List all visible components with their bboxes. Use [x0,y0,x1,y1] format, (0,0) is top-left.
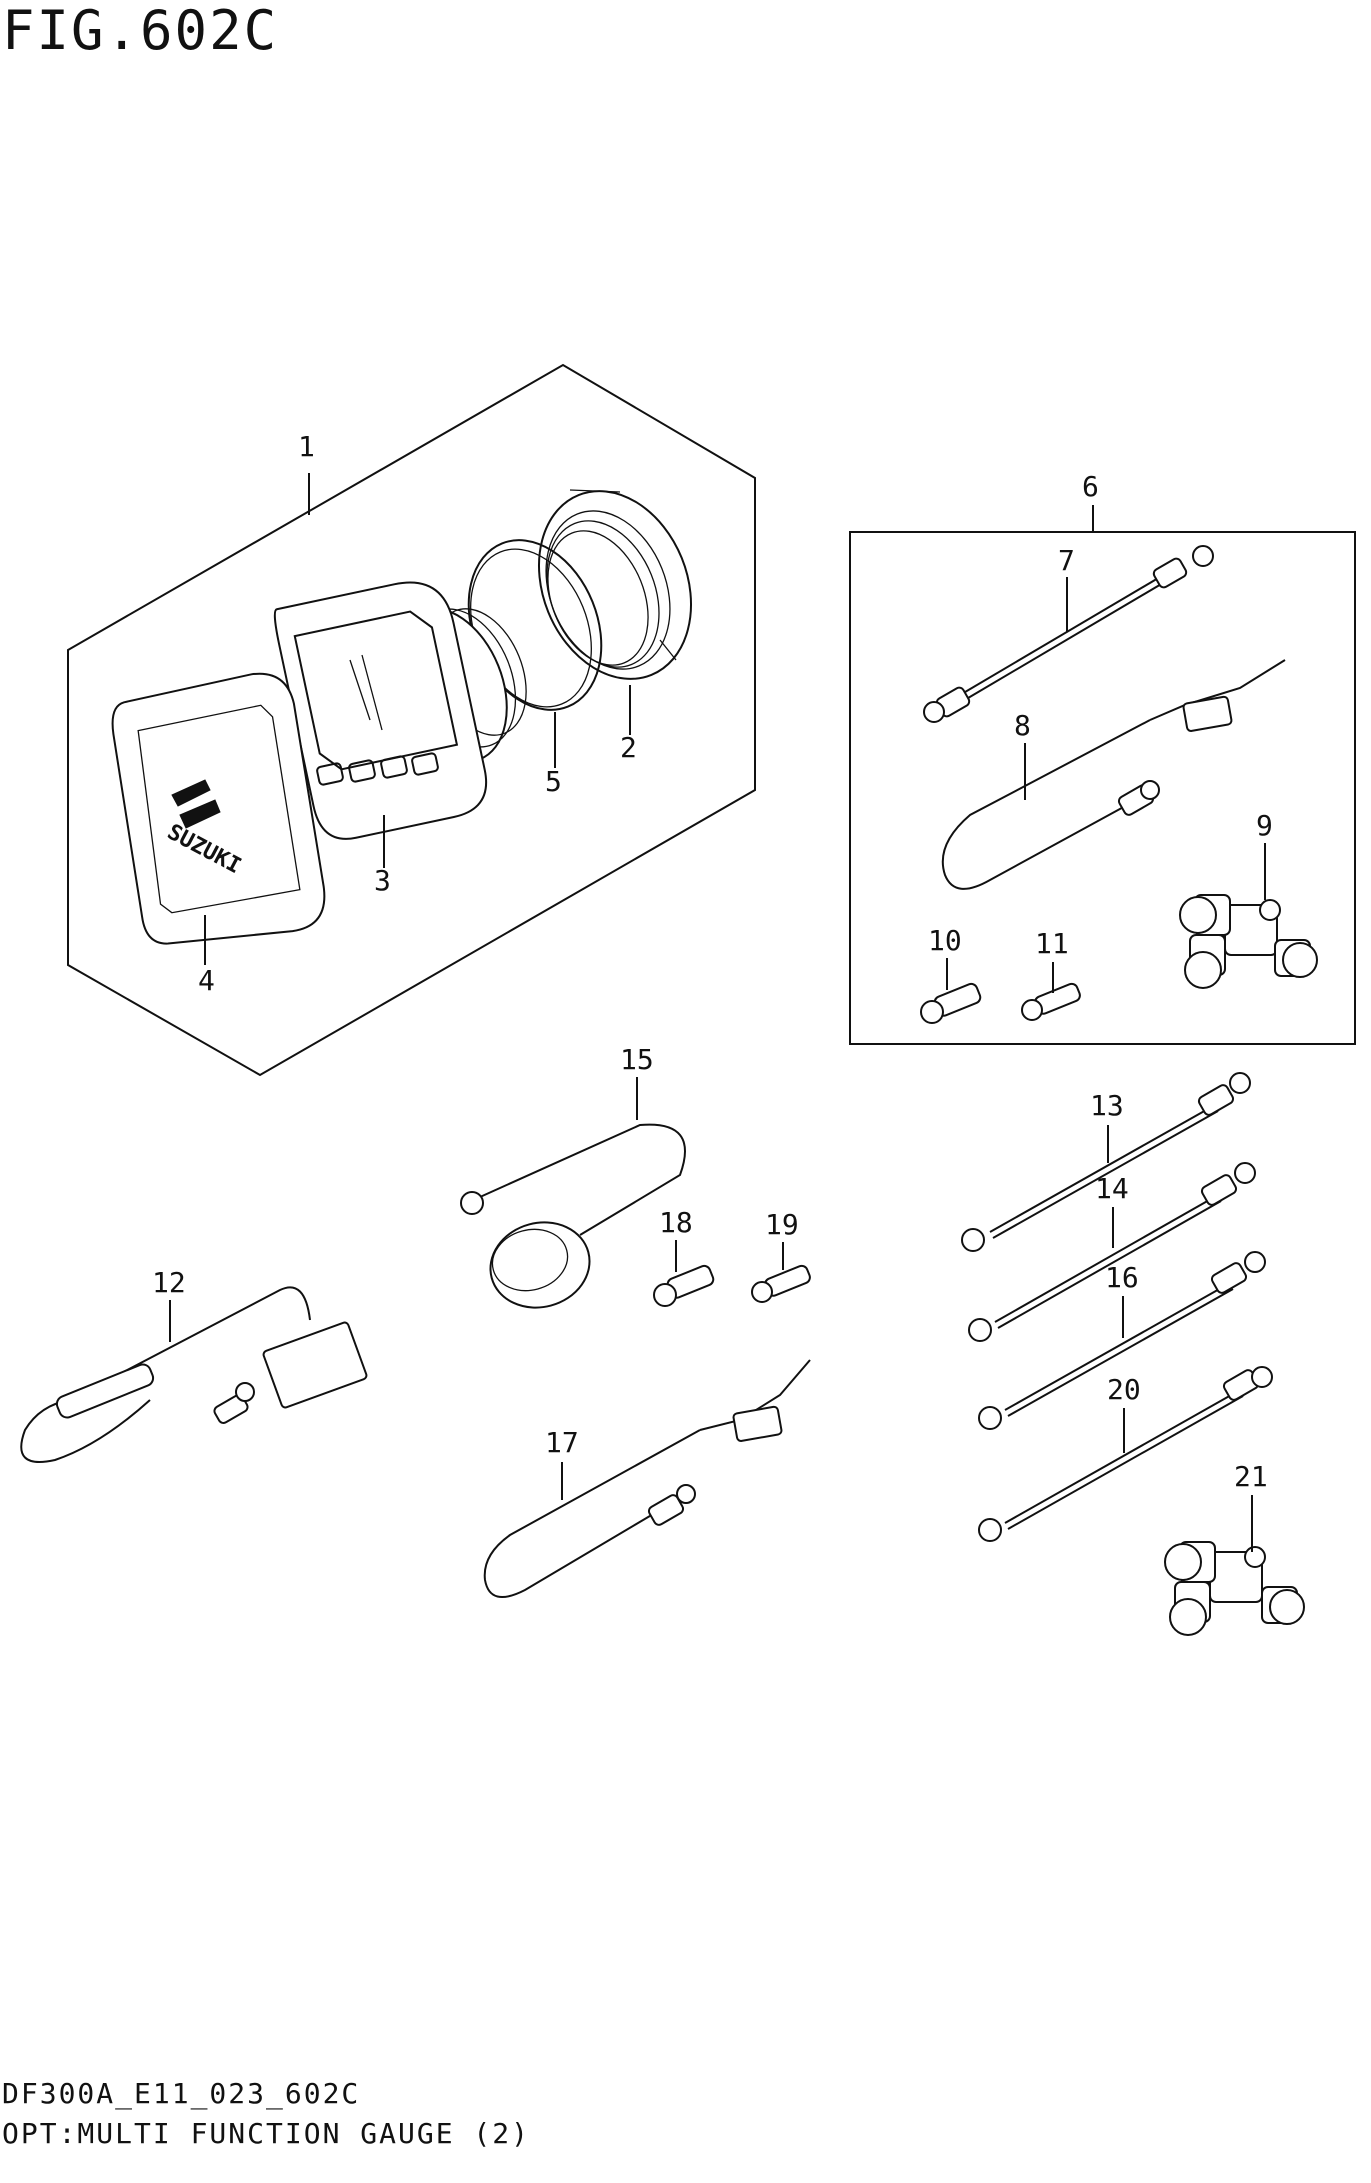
figure-title: FIG.602C [2,0,279,62]
callout-12: 12 [152,1266,186,1299]
callout-21: 21 [1234,1460,1268,1493]
callout-6: 6 [1082,470,1099,503]
kit-outline-1 [67,363,756,1077]
callout-10: 10 [928,924,962,957]
figure-code: DF300A_E11_023_602C [2,2077,361,2110]
callout-7: 7 [1058,544,1075,577]
part-terminator-19[interactable] [751,1264,812,1303]
part-sensor-15[interactable] [460,1123,686,1319]
callout-5: 5 [545,765,562,798]
callout-15: 15 [620,1043,654,1076]
part-sun-cover[interactable]: SUZUKI [108,668,329,951]
gauge-kit-group: SUZUKI [67,363,756,1077]
part-cable-13[interactable] [961,1072,1251,1252]
callout-16: 16 [1105,1261,1139,1294]
callout-17: 17 [545,1426,579,1459]
callout-18: 18 [659,1206,693,1239]
part-terminator-10[interactable] [920,982,982,1024]
callout-2: 2 [620,731,637,764]
callout-11: 11 [1035,927,1069,960]
part-cable-16[interactable] [978,1251,1266,1430]
callout-9: 9 [1256,809,1273,842]
part-power-cable-17[interactable] [483,1359,811,1599]
part-terminator-18[interactable] [653,1264,715,1307]
part-t-connector-21[interactable] [1164,1541,1305,1636]
cable-kit-group [849,505,1356,1045]
part-sensor-cable-12[interactable] [20,1286,368,1463]
callout-14: 14 [1095,1172,1129,1205]
part-terminator-11[interactable] [1021,982,1082,1021]
callout-4: 4 [198,964,215,997]
callout-19: 19 [765,1208,799,1241]
part-bezel-ring[interactable] [512,468,718,702]
callout-8: 8 [1014,709,1031,742]
part-cable-20[interactable] [978,1366,1273,1542]
part-t-connector-9[interactable] [1179,894,1318,989]
callout-13: 13 [1090,1089,1124,1122]
callout-1: 1 [298,430,315,463]
part-cable-14[interactable] [968,1162,1256,1342]
part-gauge-body[interactable] [272,574,544,845]
part-backbone-cable-7[interactable] [923,545,1214,723]
part-power-cable-8[interactable] [941,659,1286,890]
callout-3: 3 [374,864,391,897]
callout-20: 20 [1107,1373,1141,1406]
kit-outline-6 [849,531,1356,1045]
figure-description: OPT:MULTI FUNCTION GAUGE (2) [2,2117,531,2150]
